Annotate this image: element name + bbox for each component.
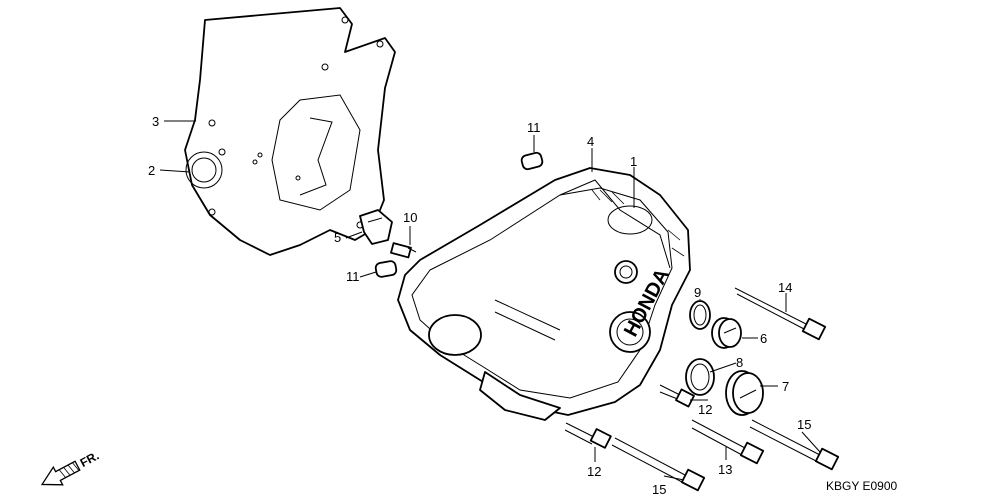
bolt-15-right [749,419,840,471]
bolt-15-bottom [611,437,706,492]
label-6: 6 [760,331,767,346]
arrow-icon [40,460,81,486]
label-13: 13 [718,462,732,477]
bolt-13 [691,419,765,465]
bolt-14 [734,287,827,341]
diagram-code: KBGY E0900 [826,479,897,493]
label-1: 1 [630,154,637,169]
label-9: 9 [694,285,701,300]
label-12-bottom: 12 [587,464,601,479]
leader-lines [159,120,821,481]
label-7: 7 [782,379,789,394]
label-15-right: 15 [797,417,811,432]
label-5: 5 [334,230,341,245]
dowel-pin-lower [374,260,398,278]
label-4: 4 [587,134,594,149]
bolt-10 [390,242,417,259]
label-11-top: 11 [527,120,541,135]
crankcase-cover: HONDA [397,167,691,421]
o-ring-8 [685,358,715,396]
o-ring-9 [689,300,711,330]
clamp [359,209,393,245]
gasket [184,7,396,256]
cap-6 [711,317,742,349]
cap-7 [725,370,764,416]
bolt-12-bottom [564,422,612,449]
part-labels: 3 2 11 4 1 5 10 11 9 14 6 8 7 12 15 13 1… [148,114,811,497]
label-12-right: 12 [698,402,712,417]
label-10: 10 [403,210,417,225]
label-3: 3 [152,114,159,129]
front-direction-arrow: FR. [40,449,102,486]
label-15-bottom: 15 [652,482,666,497]
direction-label: FR. [78,449,102,470]
label-8: 8 [736,355,743,370]
label-11-lower: 11 [346,269,360,284]
label-14: 14 [778,280,792,295]
dowel-pin-top [520,151,544,171]
bolt-12-right [659,384,695,408]
label-2: 2 [148,163,155,178]
